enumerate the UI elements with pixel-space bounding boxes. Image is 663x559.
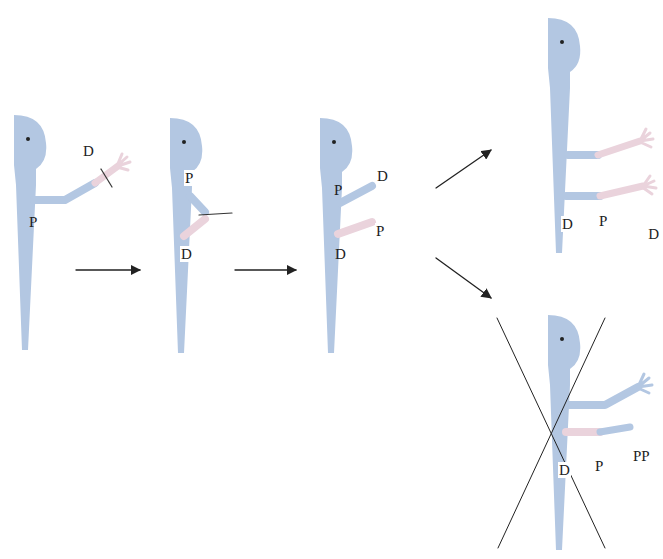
region-label: P	[598, 213, 608, 229]
region-label: D	[334, 246, 347, 262]
region-label: D	[82, 143, 95, 159]
region-label: P	[375, 223, 385, 239]
region-label: D	[558, 462, 571, 478]
region-label: D	[647, 226, 660, 242]
region-label: P	[28, 214, 38, 230]
region-label: P	[594, 458, 604, 474]
region-label: D	[376, 168, 389, 184]
region-label: PP	[632, 448, 651, 464]
region-label: P	[184, 170, 194, 186]
region-label: P	[333, 182, 343, 198]
region-label: D	[180, 246, 193, 262]
region-label: D	[561, 216, 574, 232]
